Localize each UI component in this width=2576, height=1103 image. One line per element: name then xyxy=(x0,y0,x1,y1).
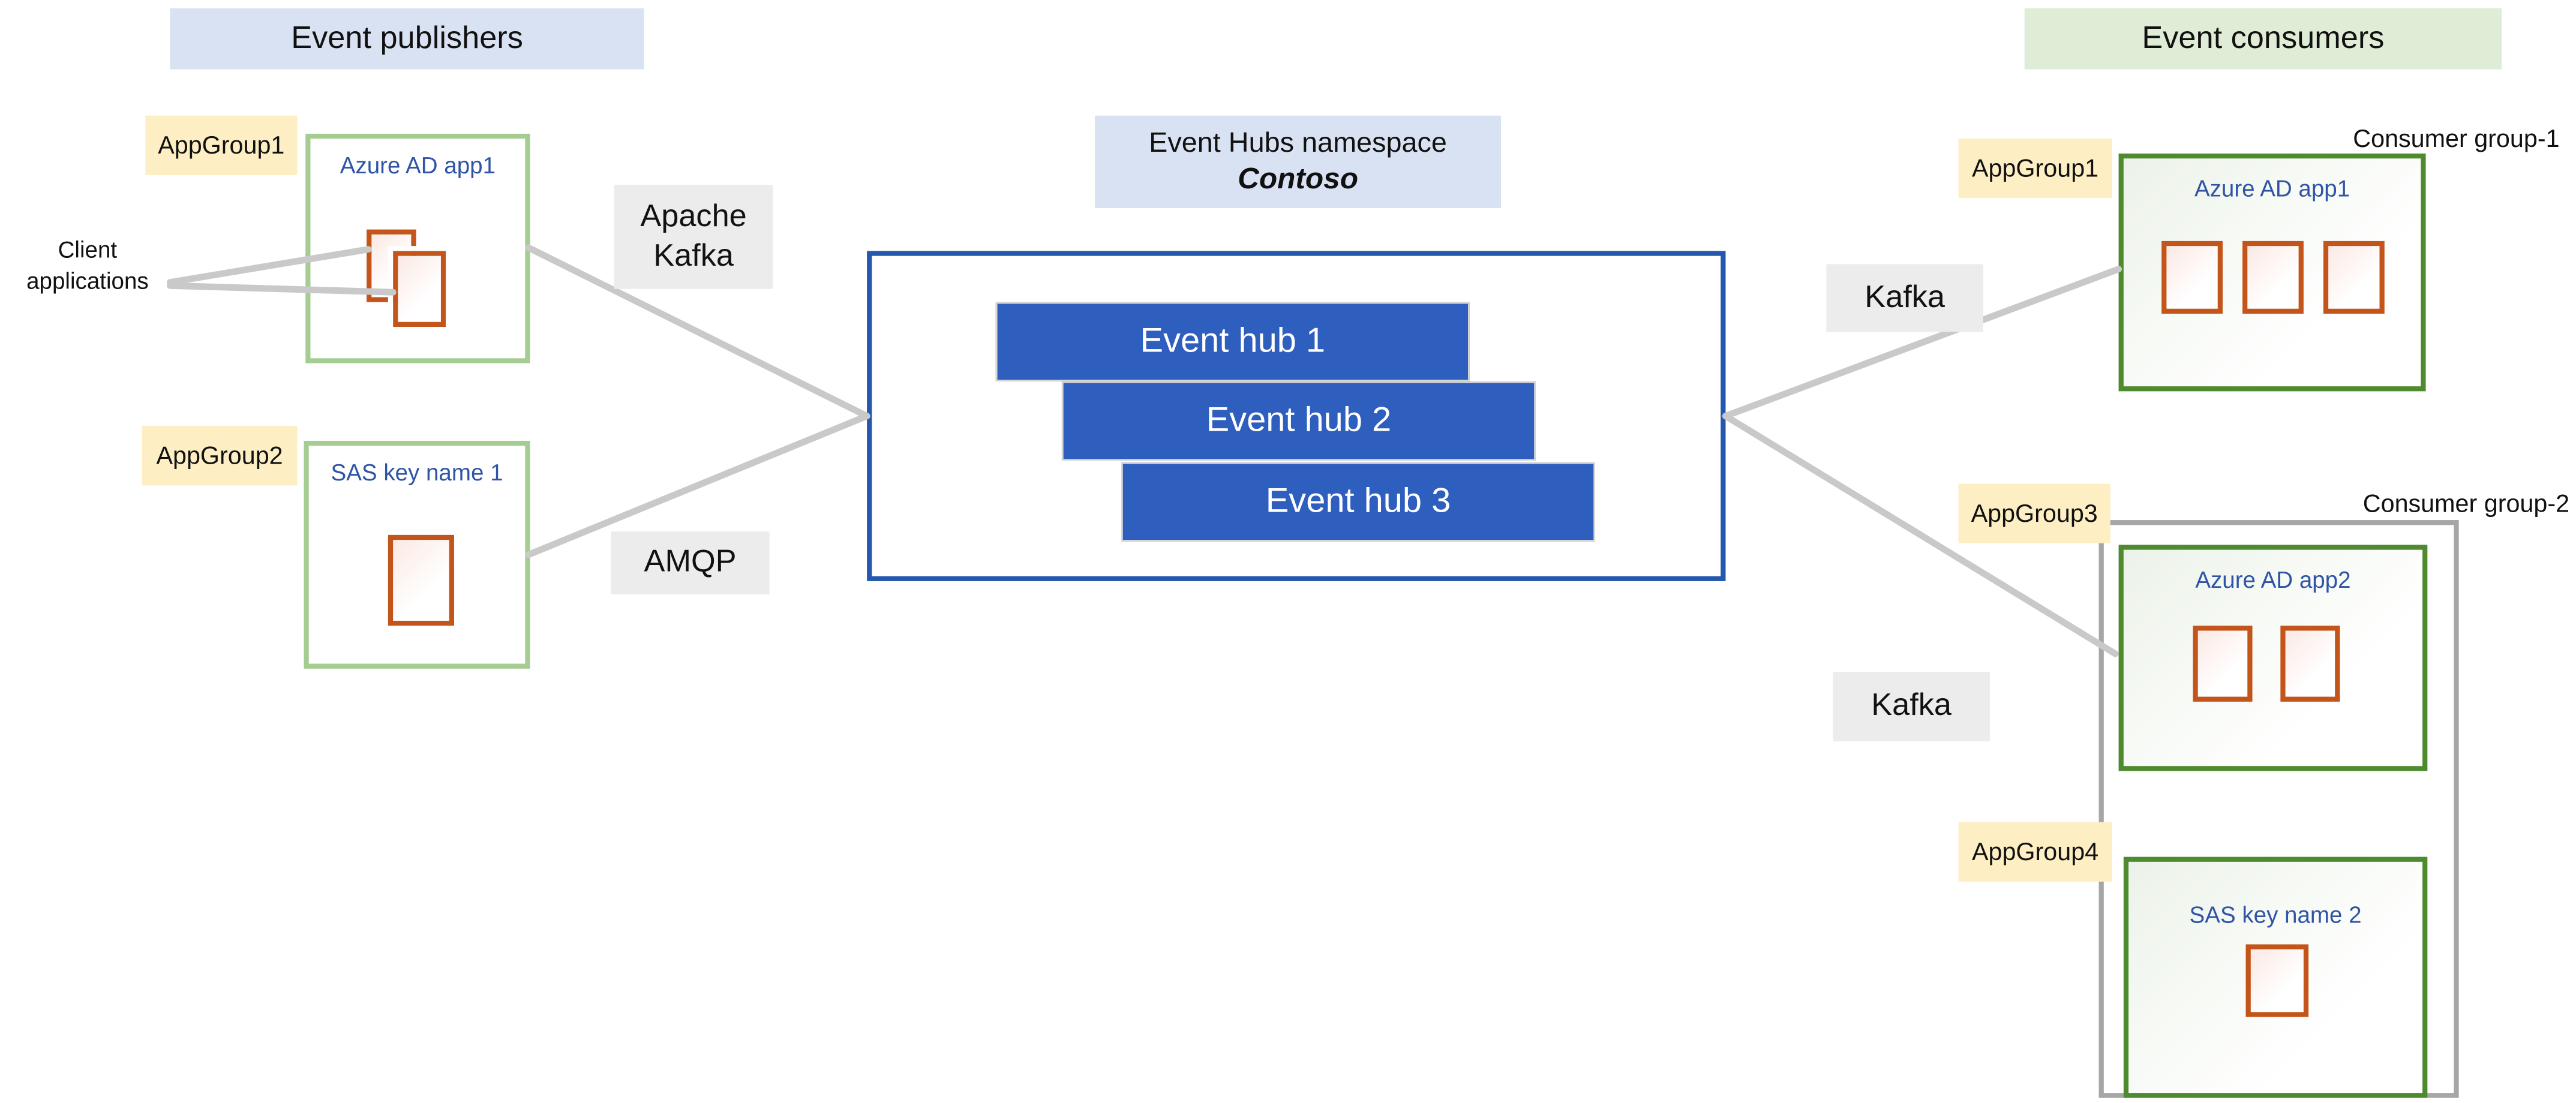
appgroup3-label: AppGroup3 xyxy=(1958,483,2110,543)
appgroup4-label: AppGroup4 xyxy=(1958,822,2112,882)
event-publishers-header: Event publishers xyxy=(170,8,644,70)
apache-kafka-protocol-label: Apache Kafka xyxy=(614,185,773,289)
consumer-azure-ad-app2-title: Azure AD app2 xyxy=(2195,566,2351,593)
client-app-document-icon xyxy=(2245,944,2309,1017)
event-hub-1: Event hub 1 xyxy=(995,302,1470,381)
kafka-protocol-label-2: Kafka xyxy=(1833,672,1990,741)
consumer-group-2-label: Consumer group-2 xyxy=(2362,490,2570,519)
appgroup1-consumer-label: AppGroup1 xyxy=(1958,139,2112,199)
client-app-document-icon xyxy=(388,246,451,332)
consumer-azure-ad-app2-box: Azure AD app2 xyxy=(2118,545,2428,771)
consumer-sas-key-2-title: SAS key name 2 xyxy=(2189,901,2362,928)
appgroup1-label: AppGroup1 xyxy=(145,115,298,175)
event-consumers-header: Event consumers xyxy=(2024,8,2502,70)
publisher-sas-key-1-box: SAS key name 1 xyxy=(304,440,530,669)
consumer-group-1-label: Consumer group-1 xyxy=(2353,125,2560,154)
amqp-protocol-label: AMQP xyxy=(611,531,770,594)
event-hubs-namespace-box: Event hub 1 Event hub 2 Event hub 3 xyxy=(867,251,1726,581)
client-applications-label: Client applications xyxy=(26,236,149,294)
consumer-azure-ad-app1-box: Azure AD app1 xyxy=(2118,153,2426,392)
appgroup2-label: AppGroup2 xyxy=(142,426,298,486)
namespace-title: Event Hubs namespace xyxy=(1149,127,1447,159)
client-app-document-icon xyxy=(2193,626,2253,702)
kafka-protocol-label-1: Kafka xyxy=(1826,264,1983,332)
namespace-name: Contoso xyxy=(1238,161,1358,195)
event-hub-3: Event hub 3 xyxy=(1121,462,1596,542)
client-app-document-icon xyxy=(388,534,454,626)
client-app-document-icon xyxy=(2280,626,2340,702)
publisher-azure-ad-app1-title: Azure AD app1 xyxy=(340,152,496,179)
namespace-title-box: Event Hubs namespace Contoso xyxy=(1094,115,1502,208)
client-app-document-icon xyxy=(2323,241,2385,314)
client-app-document-icon xyxy=(2242,241,2304,314)
client-app-document-icon xyxy=(2161,241,2223,314)
event-hub-2: Event hub 2 xyxy=(1061,381,1536,461)
consumer-azure-ad-app1-title: Azure AD app1 xyxy=(2194,175,2350,202)
publisher-azure-ad-app1-box: Azure AD app1 xyxy=(305,133,530,363)
consumer-sas-key-2-box: SAS key name 2 xyxy=(2123,856,2428,1098)
publisher-sas-key-1-title: SAS key name 1 xyxy=(331,459,503,486)
